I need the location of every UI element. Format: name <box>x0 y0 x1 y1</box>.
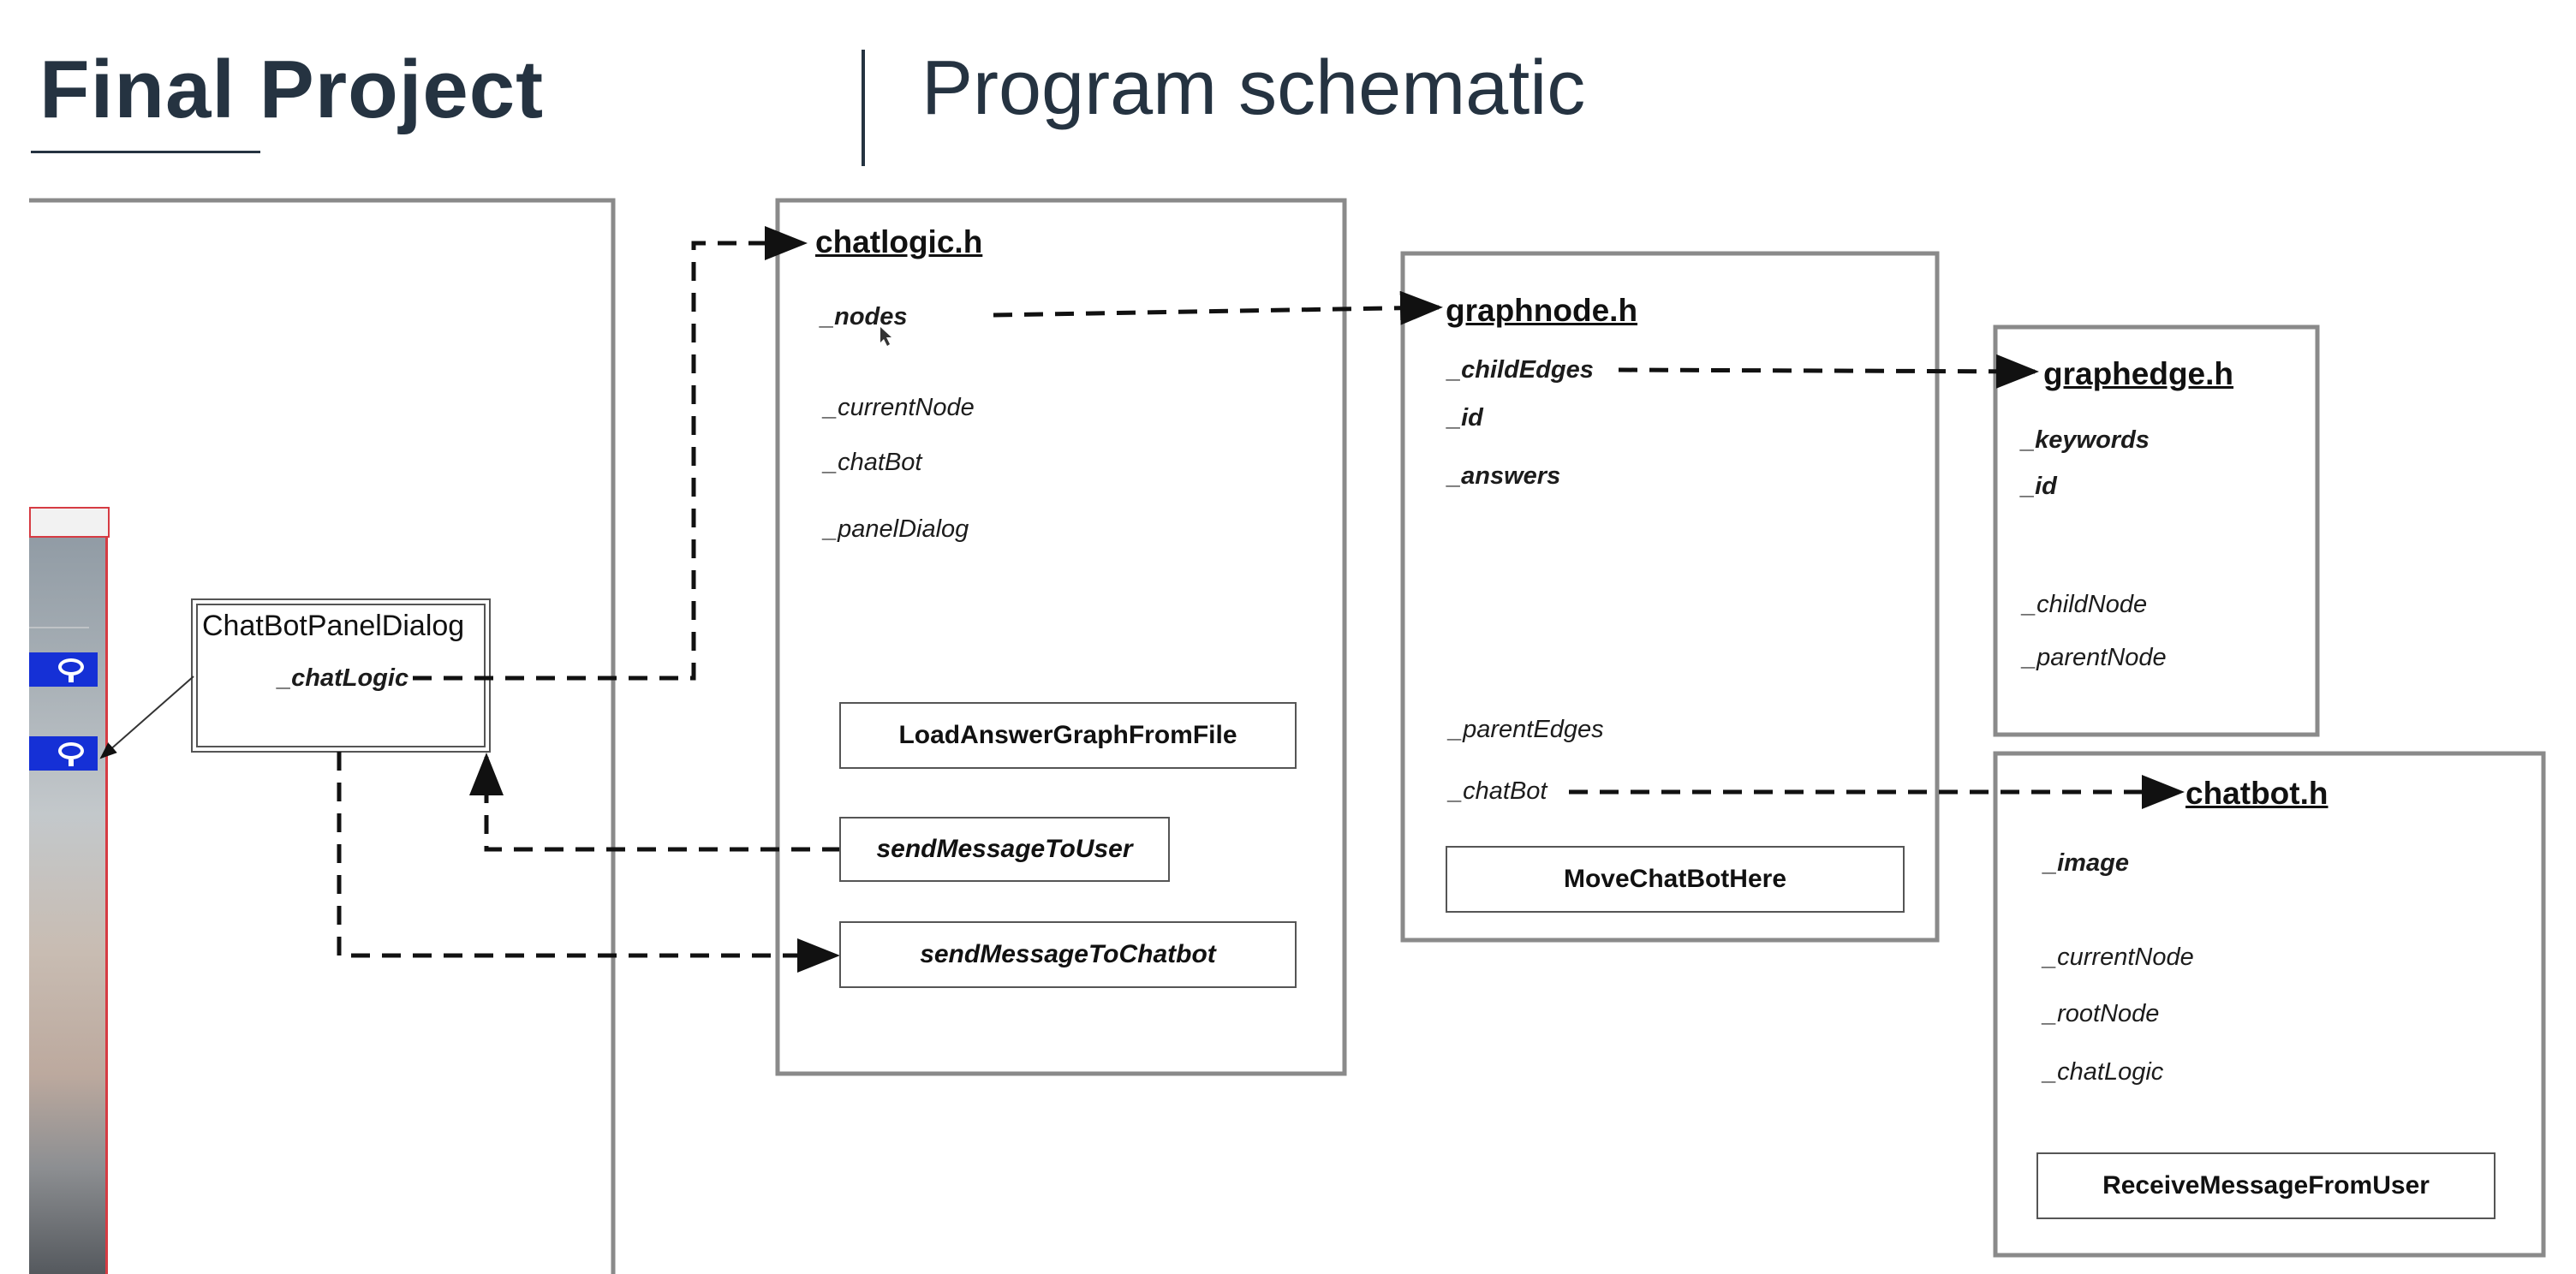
chat-bubble-icon <box>29 652 98 687</box>
title-divider <box>862 50 865 166</box>
chatlogic-header: chatlogic.h <box>815 224 983 259</box>
arrow-childedges <box>1618 354 2039 389</box>
member-parentedges: _parentEdges <box>1449 716 1604 743</box>
page-subtitle: Program schematic <box>921 45 1586 131</box>
graphnode-header: graphnode.h <box>1446 293 1638 328</box>
frame-left <box>29 198 616 1274</box>
member-answers: _answers <box>1447 462 1561 490</box>
member-chatbot: _chatBot <box>1449 777 1547 805</box>
member-chatlogic: _chatLogic <box>2043 1058 2164 1086</box>
member-chatlogic: _chatLogic <box>277 664 409 692</box>
divider-line <box>29 627 89 628</box>
member-paneldialog: _panelDialog <box>824 515 969 543</box>
chatbot-box <box>1993 751 2546 1258</box>
function-receivemessagefromuser: ReceiveMessageFromUser <box>2036 1152 2496 1219</box>
function-loadanswergraphfromfile: LoadAnswerGraphFromFile <box>839 702 1297 769</box>
chatlogic-box <box>775 198 1347 1076</box>
function-movechatbothere: MoveChatBotHere <box>1446 846 1905 913</box>
member-id: _id <box>1447 404 1483 432</box>
member-parentnode: _parentNode <box>2023 644 2167 671</box>
arrow-send-to-user <box>469 753 841 852</box>
arrow-chatlogic <box>413 226 808 681</box>
function-sendmessagetouser: sendMessageToUser <box>839 817 1170 882</box>
panel-dialog-class-name: ChatBotPanelDialog <box>202 610 465 642</box>
member-currentnode: _currentNode <box>824 394 975 421</box>
chat-bubble-icon <box>29 736 98 771</box>
member-keywords: _keywords <box>2021 426 2150 454</box>
member-currentnode: _currentNode <box>2043 944 2194 971</box>
member-chatbot: _chatBot <box>824 449 922 476</box>
graphedge-box <box>1993 324 2320 737</box>
app-titlebar <box>29 507 110 538</box>
cursor-icon <box>880 327 891 346</box>
arrow-nodes <box>993 290 1443 325</box>
member-image: _image <box>2043 849 2129 877</box>
member-childnode: _childNode <box>2023 591 2148 618</box>
panel-dialog-box-inner <box>196 604 486 747</box>
chatbot-app-screenshot <box>29 507 108 1274</box>
title-underline <box>31 151 260 153</box>
member-rootnode: _rootNode <box>2043 1000 2160 1027</box>
member-id: _id <box>2021 473 2057 500</box>
graphnode-box <box>1400 251 1940 943</box>
chatbot-header: chatbot.h <box>2185 776 2329 811</box>
pointer-line <box>99 676 194 759</box>
arrow-send-to-chatbot <box>337 752 840 973</box>
page-title: Final Project <box>39 44 545 135</box>
panel-dialog-box <box>191 598 491 753</box>
member-nodes: _nodes <box>820 303 908 330</box>
member-childedges: _childEdges <box>1447 356 1594 384</box>
graphedge-header: graphedge.h <box>2043 356 2234 391</box>
function-sendmessagetochatbot: sendMessageToChatbot <box>839 921 1297 988</box>
